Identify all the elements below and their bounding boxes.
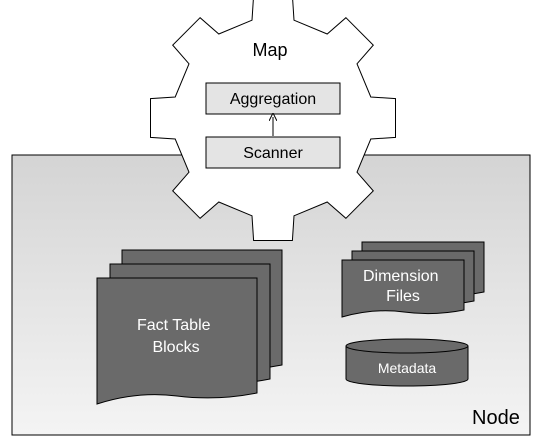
- dimension-label: Dimension Files: [363, 268, 443, 305]
- cylinder-top: [345, 338, 469, 354]
- fact-table-blocks: Fact Table Blocks: [96, 249, 283, 405]
- dimension-line1: Dimension: [363, 268, 439, 285]
- dimension-line2: Files: [386, 288, 420, 305]
- cylinder-body: [345, 346, 469, 387]
- fact-table-label: Fact Table Blocks: [137, 317, 215, 356]
- dimension-files: Dimension Files: [341, 241, 485, 318]
- metadata-label: Metadata: [378, 360, 437, 376]
- fact-table-line1: Fact Table: [137, 317, 211, 334]
- aggregation-label: Aggregation: [230, 91, 316, 108]
- metadata-cylinder: Metadata: [345, 338, 469, 387]
- dim-doc-front: [341, 259, 465, 318]
- map-gear: Map Aggregation Scanner: [150, 0, 396, 241]
- fact-table-line2: Blocks: [152, 339, 199, 356]
- map-title: Map: [252, 40, 287, 60]
- scanner-label: Scanner: [243, 145, 303, 162]
- scanner-box: [205, 136, 341, 169]
- aggregation-box: [205, 82, 341, 115]
- fact-doc-front: [96, 277, 258, 405]
- node-label: Node: [472, 407, 520, 429]
